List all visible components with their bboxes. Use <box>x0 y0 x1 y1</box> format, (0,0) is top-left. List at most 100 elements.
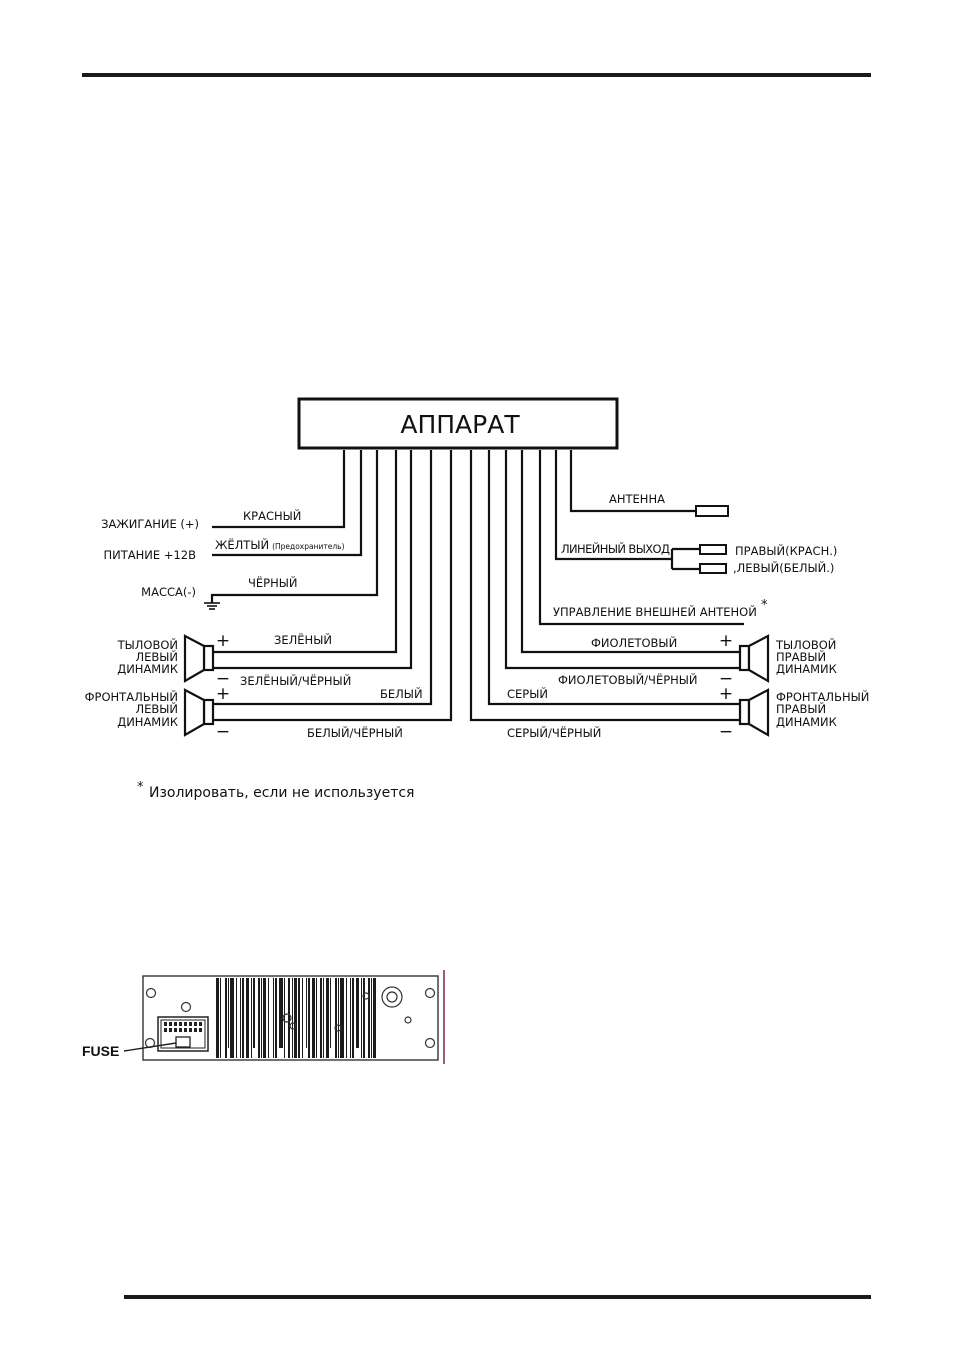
plus-sign: + <box>719 631 733 651</box>
heatsink-fin <box>240 978 241 1058</box>
ext-antenna-label: УПРАВЛЕНИЕ ВНЕШНЕЙ АНТЕНОЙ <box>553 604 757 619</box>
connector-pin <box>169 1028 172 1032</box>
connector-pin <box>169 1022 172 1026</box>
svg-text:ЛЕВЫЙ: ЛЕВЫЙ <box>135 701 178 716</box>
svg-text:ПРАВЫЙ: ПРАВЫЙ <box>776 701 826 716</box>
front-right-speaker-label: ФРОНТАЛЬНЫЙ ПРАВЫЙ ДИНАМИК <box>776 689 869 729</box>
svg-text:ДИНАМИК: ДИНАМИК <box>117 715 178 729</box>
rear-panel-illustration: FUSE <box>82 970 445 1064</box>
connector-pin <box>194 1022 197 1026</box>
antenna-label: АНТЕННА <box>609 492 665 506</box>
heatsink-fin <box>216 978 219 1058</box>
heatsink-fin <box>298 978 300 1058</box>
violet-black-wire-label: ФИОЛЕТОВЫЙ/ЧЁРНЫЙ <box>558 672 698 687</box>
ignition-label: ЗАЖИГАНИЕ (+) <box>101 517 199 531</box>
line-left-label: ,ЛЕВЫЙ(БЕЛЫЙ.) <box>733 560 834 575</box>
minus-sign: − <box>719 722 733 742</box>
heatsink-fin <box>368 978 370 1058</box>
heatsink-fin <box>352 978 354 1058</box>
ext-antenna-asterisk: * <box>761 598 768 613</box>
minus-sign: − <box>216 669 230 689</box>
connector-pin <box>184 1022 187 1026</box>
heatsink-fin <box>292 978 293 1058</box>
heatsink-fin <box>373 978 376 1058</box>
rca-right-connector <box>699 544 727 555</box>
white-black-wire-label: БЕЛЫЙ/ЧЁРНЫЙ <box>307 725 403 740</box>
heatsink-fin <box>251 978 252 1058</box>
heatsink-fin <box>288 978 290 1058</box>
heatsink-fin <box>361 978 362 1058</box>
heatsink-fin <box>356 978 359 1048</box>
rear-left-speaker-label: ТЫЛОВОЙ ЛЕВЫЙ ДИНАМИК <box>117 637 178 676</box>
antenna-connector <box>695 505 729 517</box>
connector-pin <box>179 1028 182 1032</box>
speaker-icon-rear-left <box>183 634 215 683</box>
heatsink-fin <box>371 978 372 1058</box>
heatsink-fin <box>346 978 347 1058</box>
heatsink-fin <box>253 978 255 1048</box>
plus-sign: + <box>216 631 230 651</box>
footnote-asterisk: * <box>137 780 144 795</box>
heatsink-fin <box>261 978 262 1058</box>
connector-pin <box>194 1028 197 1032</box>
black-wire-label: ЧЁРНЫЙ <box>248 575 297 590</box>
heatsink-fin <box>294 978 297 1058</box>
heatsink-fin <box>273 978 274 1058</box>
heatsink-fin <box>312 978 315 1058</box>
wires <box>210 450 744 722</box>
svg-text:ФРОНТАЛЬНЫЙ: ФРОНТАЛЬНЫЙ <box>85 689 178 704</box>
rear-right-speaker-label: ТЫЛОВОЙ ПРАВЫЙ ДИНАМИК <box>775 637 837 676</box>
ground-symbol <box>204 602 220 610</box>
svg-text:ДИНАМИК: ДИНАМИК <box>776 715 837 729</box>
connector-pin <box>174 1028 177 1032</box>
connector-pin <box>174 1022 177 1026</box>
plus-sign: + <box>216 684 230 704</box>
fuse-note: (Предохранитель) <box>272 542 344 551</box>
heatsink-fin <box>340 978 344 1058</box>
plus-sign: + <box>719 684 733 704</box>
connector-pin <box>199 1028 202 1032</box>
connector-pin <box>189 1022 192 1026</box>
connector-pin <box>164 1022 167 1026</box>
gray-black-wire-label: СЕРЫЙ/ЧЁРНЫЙ <box>507 725 601 740</box>
violet-wire-label: ФИОЛЕТОВЫЙ <box>591 635 677 650</box>
green-wire-label: ЗЕЛЁНЫЙ <box>274 632 332 647</box>
yellow-wire-name: ЖЁЛТЫЙ <box>215 537 269 552</box>
heatsink-fin <box>263 978 266 1058</box>
connector-pin <box>184 1028 187 1032</box>
heatsink-fin <box>323 978 324 1058</box>
heatsink-fin <box>242 978 244 1058</box>
bottom-rule <box>124 1295 871 1299</box>
heatsink-fin <box>279 978 283 1048</box>
line-out-label: ЛИНЕЙНЫЙ ВЫХОД <box>561 541 670 556</box>
heatsink-fin <box>320 978 322 1058</box>
svg-text:ФРОНТАЛЬНЫЙ: ФРОНТАЛЬНЫЙ <box>776 689 869 704</box>
heatsink-fin <box>236 978 237 1058</box>
yellow-wire-label: ЖЁЛТЫЙ(Предохранитель) <box>215 537 345 552</box>
svg-text:ТЫЛОВОЙ: ТЫЛОВОЙ <box>775 637 836 652</box>
iso-connector <box>157 1016 209 1052</box>
heatsink-fin <box>225 978 227 1058</box>
svg-text:ТЫЛОВОЙ: ТЫЛОВОЙ <box>117 637 178 652</box>
minus-sign: − <box>719 669 733 689</box>
connector-pin <box>189 1028 192 1032</box>
connector-pin <box>179 1022 182 1026</box>
heatsink-fin <box>228 978 229 1048</box>
heatsink-fin <box>268 978 269 1058</box>
heatsink-fin <box>306 978 307 1048</box>
minus-sign: − <box>216 722 230 742</box>
unit-box: АППАРАТ <box>297 397 619 450</box>
connector-pins <box>164 1022 202 1032</box>
heatsink-fin <box>335 978 337 1058</box>
heatsink-fin <box>350 978 351 1058</box>
heatsink-fin <box>258 978 260 1058</box>
ground-label: МАССА(-) <box>141 585 196 599</box>
heatsink-fin <box>338 978 339 1058</box>
heatsink-fin <box>230 978 234 1058</box>
power-label: ПИТАНИЕ +12В <box>104 548 197 562</box>
speaker-icon-rear-right <box>738 634 770 683</box>
connector-pin <box>164 1028 167 1032</box>
heatsink-fin <box>363 978 365 1058</box>
front-left-speaker-label: ФРОНТАЛЬНЫЙ ЛЕВЫЙ ДИНАМИК <box>85 689 178 729</box>
heatsink-fin <box>220 978 221 1058</box>
